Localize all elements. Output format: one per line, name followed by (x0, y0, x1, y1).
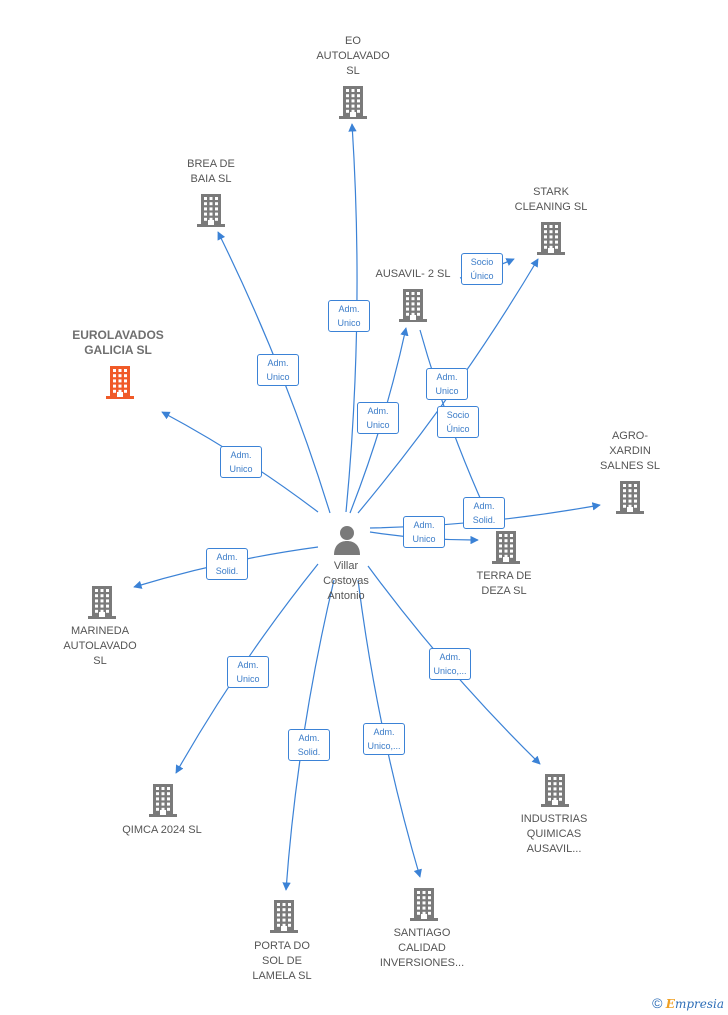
building-icon-marineda[interactable] (87, 585, 117, 619)
building-icon-eo[interactable] (338, 85, 368, 119)
edge-label-stark[interactable]: Socio Único (461, 253, 503, 285)
company-label-qimca[interactable]: QIMCA 2024 SL (122, 824, 202, 836)
building-icon-stark[interactable] (536, 221, 566, 255)
edge-label-terra[interactable]: Adm. Unico (403, 516, 445, 548)
company-label-porta[interactable]: PORTA DO SOL DE LAMELA SL (252, 940, 312, 982)
copyright-symbol: © (652, 995, 663, 1011)
edge-label-industrias[interactable]: Adm. Unico,... (429, 648, 471, 680)
edges-layer (133, 123, 601, 891)
company-label-eurolavados[interactable]: EUROLAVADOS GALICIA SL (72, 328, 164, 357)
edge-label-ausavil2[interactable]: Adm. Unico (357, 402, 399, 434)
company-label-industrias[interactable]: INDUSTRIAS QUIMICAS AUSAVIL... (520, 813, 588, 855)
edge-label-stark[interactable]: Adm. Unico (426, 368, 468, 400)
brand-logo[interactable]: Empresia (665, 997, 724, 1011)
edge-label-agroxardin[interactable]: Adm. Solid. (463, 497, 505, 529)
edge-label-eo[interactable]: Adm. Unico (328, 300, 370, 332)
company-label-ausavil2[interactable]: AUSAVIL- 2 SL (375, 268, 451, 280)
company-label-brea[interactable]: BREA DE BAIA SL (187, 158, 235, 185)
building-icon-ausavil2[interactable] (398, 288, 428, 322)
building-icon-porta[interactable] (269, 899, 299, 933)
edge-label-brea[interactable]: Adm. Unico (257, 354, 299, 386)
person-icon[interactable] (331, 524, 363, 556)
person-label[interactable]: Villar Costoyas Antonio (323, 560, 369, 602)
company-label-terra[interactable]: TERRA DE DEZA SL (476, 570, 532, 597)
edge-label-santiago[interactable]: Adm. Unico,... (363, 723, 405, 755)
building-icon-terra[interactable] (491, 530, 521, 564)
building-icon-eurolavados[interactable] (105, 365, 135, 399)
edge-label-terra[interactable]: Socio Único (437, 406, 479, 438)
building-icon-santiago[interactable] (409, 887, 439, 921)
building-icon-industrias[interactable] (540, 773, 570, 807)
edge-label-porta[interactable]: Adm. Solid. (288, 729, 330, 761)
building-icon-agroxardin[interactable] (615, 480, 645, 514)
edge-label-qimca[interactable]: Adm. Unico (227, 656, 269, 688)
company-label-marineda[interactable]: MARINEDA AUTOLAVADO SL (63, 625, 137, 667)
edge-label-eurolavados[interactable]: Adm. Unico (220, 446, 262, 478)
building-icon-qimca[interactable] (148, 783, 178, 817)
company-label-agroxardin[interactable]: AGRO- XARDIN SALNES SL (600, 430, 660, 472)
company-label-santiago[interactable]: SANTIAGO CALIDAD INVERSIONES... (379, 927, 465, 969)
company-label-eo[interactable]: EO AUTOLAVADO SL (316, 35, 390, 77)
copyright: © Empresia (652, 995, 724, 1011)
building-icon-brea[interactable] (196, 193, 226, 227)
company-label-stark[interactable]: STARK CLEANING SL (514, 186, 588, 213)
edge-label-marineda[interactable]: Adm. Solid. (206, 548, 248, 580)
